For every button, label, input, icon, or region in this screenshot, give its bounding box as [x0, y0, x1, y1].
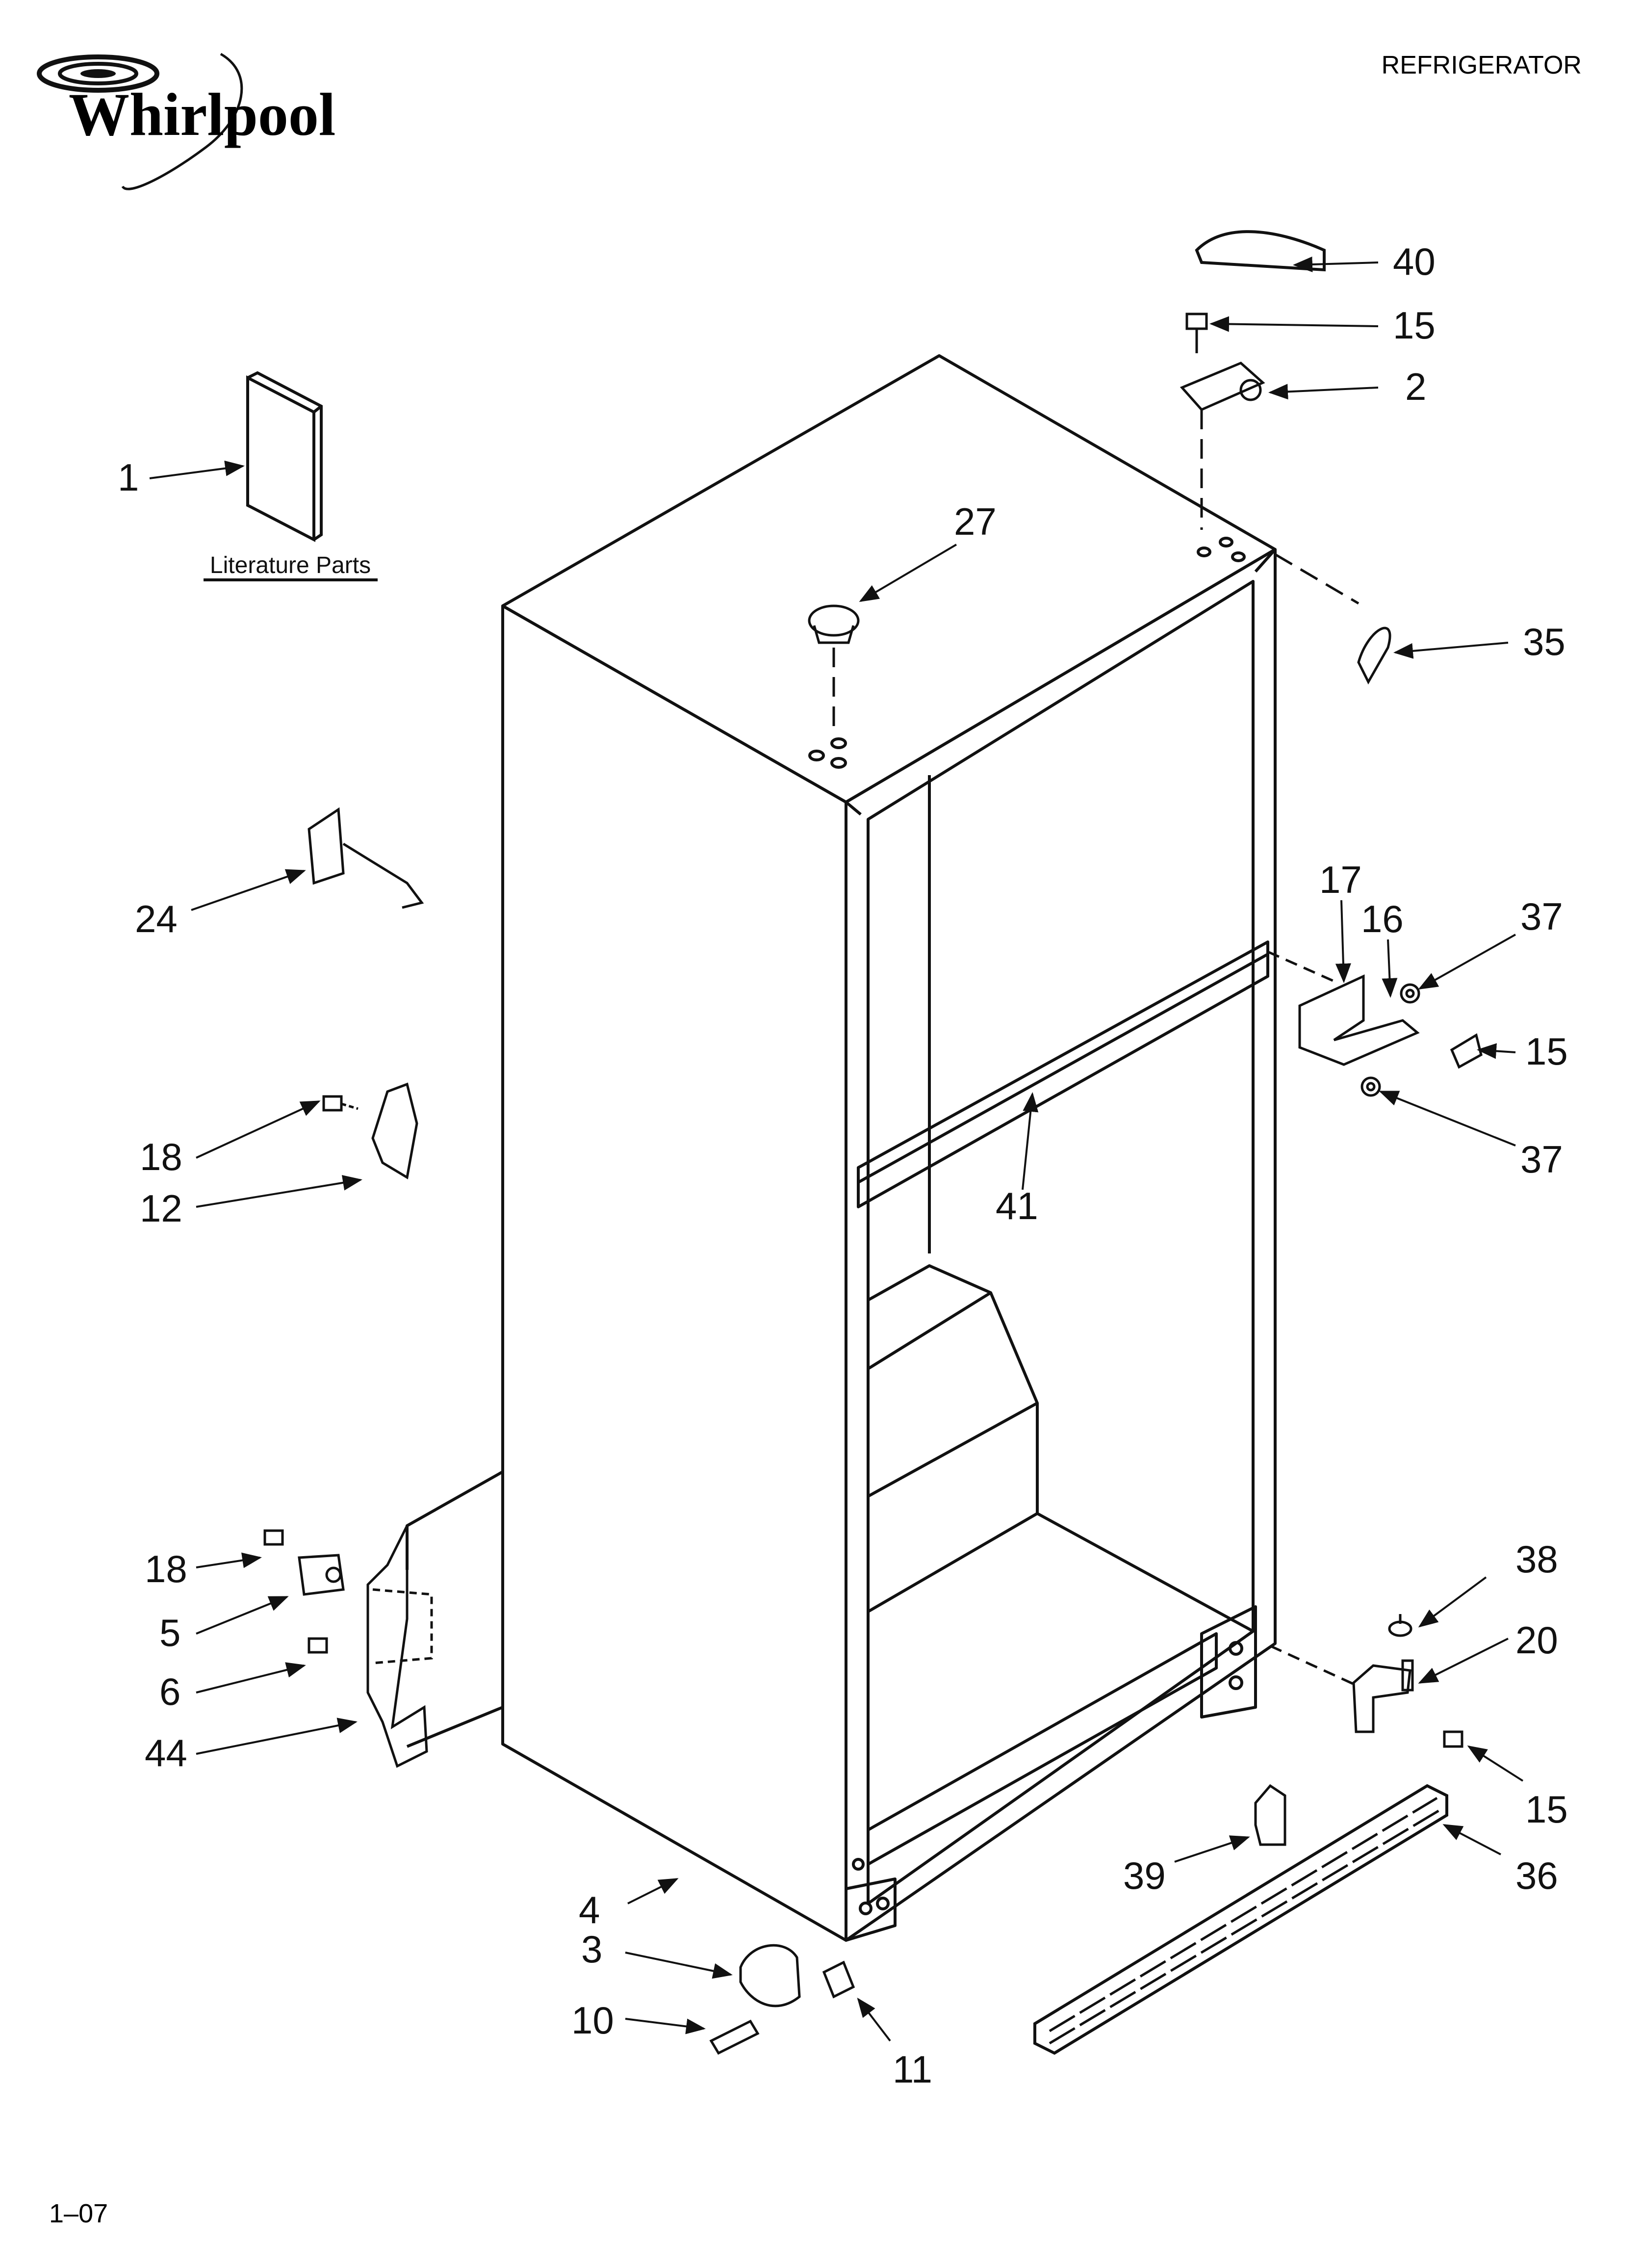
divider-bar	[857, 940, 1269, 1208]
screw-top	[1185, 313, 1208, 330]
callout-15-bottom: 15	[1525, 1788, 1568, 1831]
callout-40: 40	[1393, 240, 1436, 283]
callout-3: 3	[581, 1928, 602, 1971]
hinge-cover	[1195, 230, 1326, 272]
callout-4: 4	[579, 1888, 600, 1931]
literature-parts: Literature Parts	[204, 371, 378, 581]
callout-15-top: 15	[1393, 304, 1436, 347]
callout-35: 35	[1523, 620, 1565, 663]
small-parts	[263, 230, 1483, 2055]
callout-labels: 40 15 2 1 27 35 24 17 16 37 15 37 41 18 …	[118, 240, 1568, 2091]
center-hinge	[1298, 974, 1420, 1066]
callout-38: 38	[1515, 1538, 1558, 1581]
callout-18-lower: 18	[145, 1547, 187, 1590]
refrigerator-cabinet	[406, 354, 1277, 1942]
rear-bracket	[366, 1525, 428, 1768]
callout-1: 1	[118, 456, 139, 499]
callout-27: 27	[954, 500, 997, 543]
callout-10: 10	[571, 1999, 614, 2042]
callout-11: 11	[893, 2048, 932, 2091]
callout-44: 44	[145, 1731, 187, 1774]
callout-41: 41	[996, 1184, 1038, 1227]
brand-name: Whirlpool	[69, 81, 335, 148]
callout-6: 6	[159, 1670, 180, 1713]
callout-12: 12	[140, 1187, 182, 1230]
callout-39: 39	[1123, 1854, 1166, 1897]
top-hinge	[1180, 362, 1265, 412]
bottom-hinge	[1352, 1664, 1411, 1733]
side-clip	[1357, 626, 1391, 685]
toe-grille	[1033, 1784, 1448, 2055]
door-stop-pin	[308, 807, 345, 885]
callout-36: 36	[1515, 1854, 1558, 1897]
page-code: 1–07	[49, 2199, 108, 2228]
callout-17: 17	[1319, 858, 1362, 901]
callout-20: 20	[1515, 1618, 1558, 1662]
callout-15-middle: 15	[1525, 1030, 1568, 1073]
literature-caption: Literature Parts	[210, 552, 371, 578]
callout-2: 2	[1405, 365, 1426, 408]
callout-16: 16	[1361, 897, 1404, 940]
callout-37-top: 37	[1520, 895, 1563, 938]
whirlpool-logo: Whirlpool	[37, 52, 335, 190]
wire-clip	[371, 1082, 418, 1180]
callout-18-upper: 18	[140, 1135, 182, 1178]
leveling-leg	[739, 1944, 801, 2007]
grille-clip	[1254, 1784, 1286, 1846]
callout-leaders	[149, 256, 1524, 2042]
plug	[808, 604, 860, 637]
callout-37-bottom: 37	[1520, 1138, 1563, 1181]
document-title: REFRIGERATOR	[1382, 51, 1582, 79]
cord-clamp	[298, 1554, 345, 1596]
callout-5: 5	[159, 1611, 180, 1654]
callout-24: 24	[135, 897, 178, 940]
